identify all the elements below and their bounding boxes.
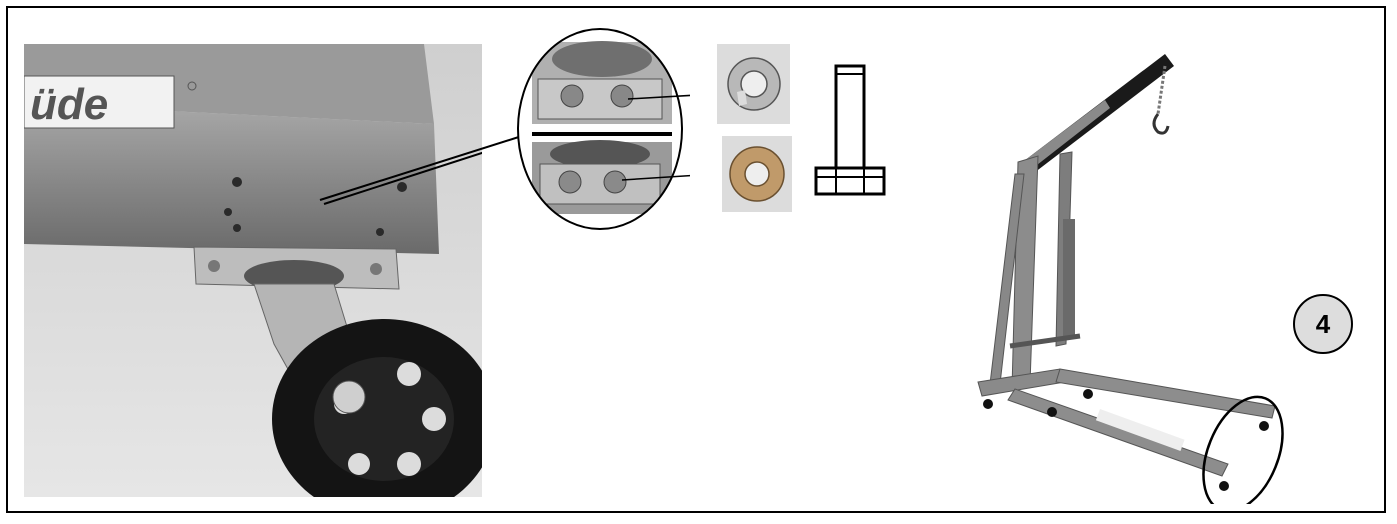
step-number-badge: 4 (1293, 294, 1353, 354)
spring-washer-image (717, 44, 790, 124)
fastener-detail-circle (510, 24, 690, 234)
engine-crane-image (977, 54, 1284, 504)
caster-closeup-photo: üde (24, 44, 482, 497)
figure-frame (6, 6, 1386, 513)
flat-washer-image (722, 136, 792, 212)
brand-label-text: üde (30, 80, 108, 129)
bolt-drawing (814, 64, 886, 196)
leader-line (319, 134, 526, 201)
step-number-label: 4 (1315, 308, 1331, 339)
